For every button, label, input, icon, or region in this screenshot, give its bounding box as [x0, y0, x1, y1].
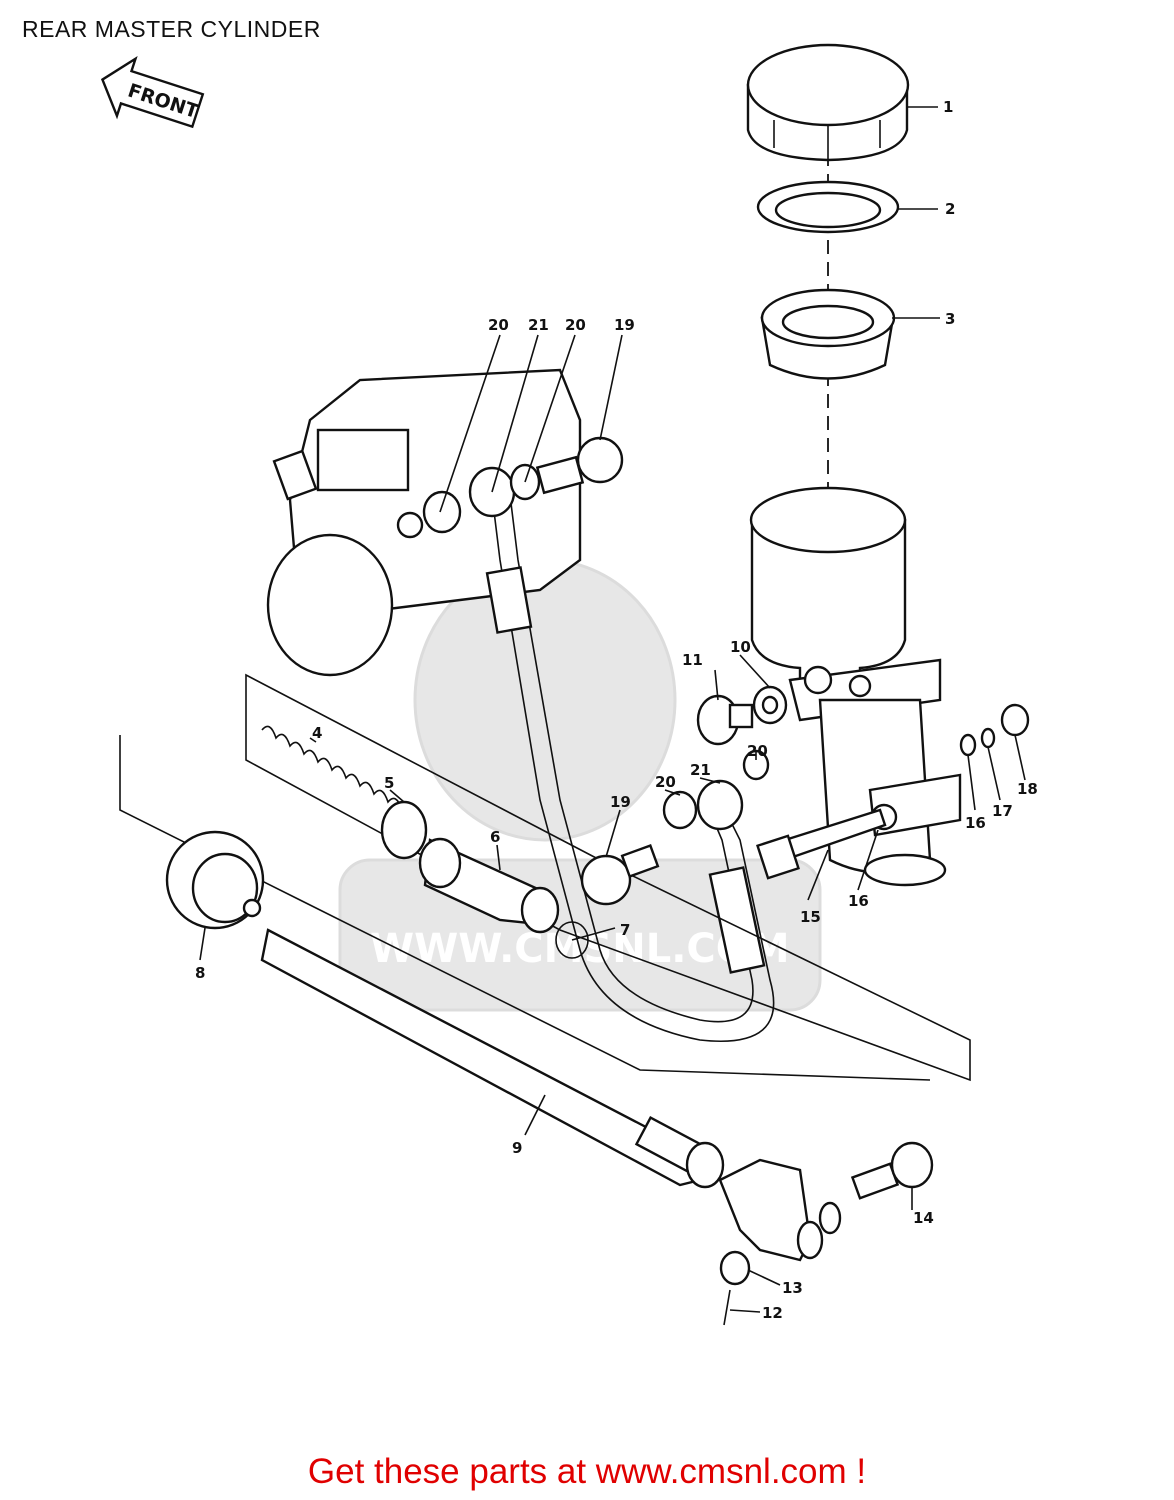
- callout-11: 11: [682, 651, 703, 669]
- part-13-washer: [719, 1250, 751, 1286]
- part-21-banjo-lower: [696, 779, 744, 831]
- callout-8: 8: [195, 964, 205, 982]
- clevis-joint: [718, 1158, 842, 1262]
- callout-14: 14: [913, 1209, 934, 1227]
- callout-3: 3: [945, 310, 955, 328]
- hose-fitting-lower: [708, 866, 766, 974]
- callout-21b: 21: [690, 761, 711, 779]
- part-16-washer: [959, 733, 977, 757]
- callout-20c: 20: [747, 742, 768, 760]
- callout-9: 9: [512, 1139, 522, 1157]
- part-20-washer-b: [662, 790, 698, 830]
- callout-20d: 20: [655, 773, 676, 791]
- callout-2: 2: [945, 200, 955, 218]
- master-cylinder-body: [749, 486, 962, 887]
- hose-fitting-upper: [485, 566, 533, 634]
- leader-lines: [199, 106, 1026, 1313]
- callout-6: 6: [490, 828, 500, 846]
- part-17-lockwasher: [980, 727, 996, 749]
- callout-20a: 20: [488, 316, 509, 334]
- part-20-washer-a: [742, 749, 770, 781]
- part-4-spring: [261, 725, 403, 811]
- callout-5: 5: [384, 774, 394, 792]
- callout-7: 7: [620, 921, 630, 939]
- part-8-dust-boot: [165, 830, 265, 930]
- part-11-bleeder: [696, 694, 754, 746]
- callout-1: 1: [943, 98, 953, 116]
- callout-15: 15: [800, 908, 821, 926]
- part-19-banjo-bolt-lower: [580, 843, 660, 906]
- part-6-piston: [418, 837, 560, 934]
- callout-4: 4: [312, 724, 322, 742]
- callout-17: 17: [992, 802, 1013, 820]
- callout-19a: 19: [614, 316, 635, 334]
- part-12-cotter-pin: [723, 1289, 731, 1326]
- callout-19b: 19: [610, 793, 631, 811]
- upper-banjo-assembly: [422, 436, 624, 534]
- part-9-push-rod: [260, 928, 725, 1189]
- callout-18: 18: [1017, 780, 1038, 798]
- part-3-diaphragm: [760, 288, 896, 380]
- callout-16a: 16: [848, 892, 869, 910]
- callout-12: 12: [762, 1304, 783, 1322]
- part-7-circlip: [555, 921, 589, 959]
- callout-16b: 16: [965, 814, 986, 832]
- part-5-primary-cup: [380, 800, 428, 860]
- callout-10: 10: [730, 638, 751, 656]
- callout-numbers: 1 2 3 4 5 6 7 8 9 10 11 12 13 14 15 16 1…: [195, 98, 1038, 1322]
- diagram-title: REAR MASTER CYLINDER: [22, 16, 321, 42]
- callout-20b: 20: [565, 316, 586, 334]
- callout-21a: 21: [528, 316, 549, 334]
- part-1-reservoir-cap: [746, 43, 910, 162]
- part-14-clevis-pin: [850, 1141, 934, 1200]
- front-direction-arrow-icon: FRONT: [100, 55, 205, 129]
- callout-13: 13: [782, 1279, 803, 1297]
- part-15-pivot-bolt: [756, 808, 887, 880]
- part-2-gasket: [756, 180, 900, 234]
- part-18-nut: [1000, 703, 1030, 737]
- brake-hose: [491, 494, 775, 1042]
- promo-link[interactable]: Get these parts at www.cmsnl.com !: [307, 1452, 867, 1491]
- guide-panel-lower: [119, 735, 931, 1081]
